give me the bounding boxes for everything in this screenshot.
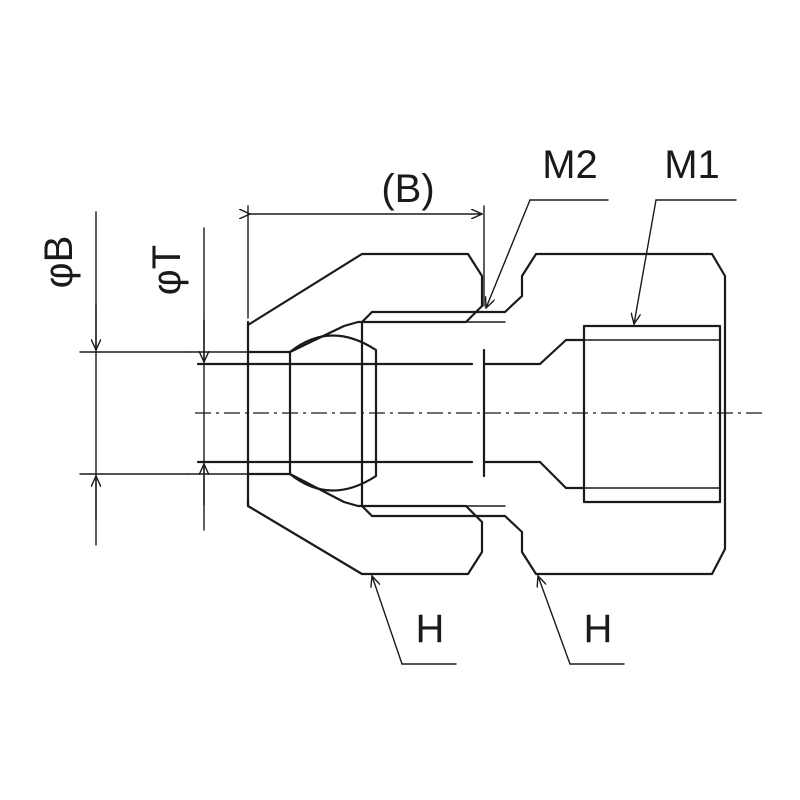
thread-m1-outline <box>582 324 722 504</box>
dim-phi-t-label: φT <box>145 245 189 295</box>
leader-m1 <box>634 199 657 324</box>
passage-cone-top <box>538 338 568 366</box>
hex-h-nut-label: H <box>416 607 445 651</box>
ferrule <box>288 334 378 492</box>
nut-outline-top <box>246 252 484 328</box>
leader-m2 <box>486 199 531 308</box>
thread-m1-label: M1 <box>664 143 720 187</box>
dim-b-paren-label: (B) <box>381 167 434 211</box>
passage-cone-bottom <box>538 460 568 490</box>
nut-outline-bottom <box>246 498 484 576</box>
hex-h-body-label: H <box>584 607 613 651</box>
dim-phi-b-label: φB <box>37 236 81 289</box>
nut-cone-top <box>288 324 346 354</box>
leader-h-nut <box>372 576 403 665</box>
leader-h-body <box>538 576 571 665</box>
thread-m2-label: M2 <box>542 143 598 187</box>
body-outline-top <box>360 252 727 576</box>
